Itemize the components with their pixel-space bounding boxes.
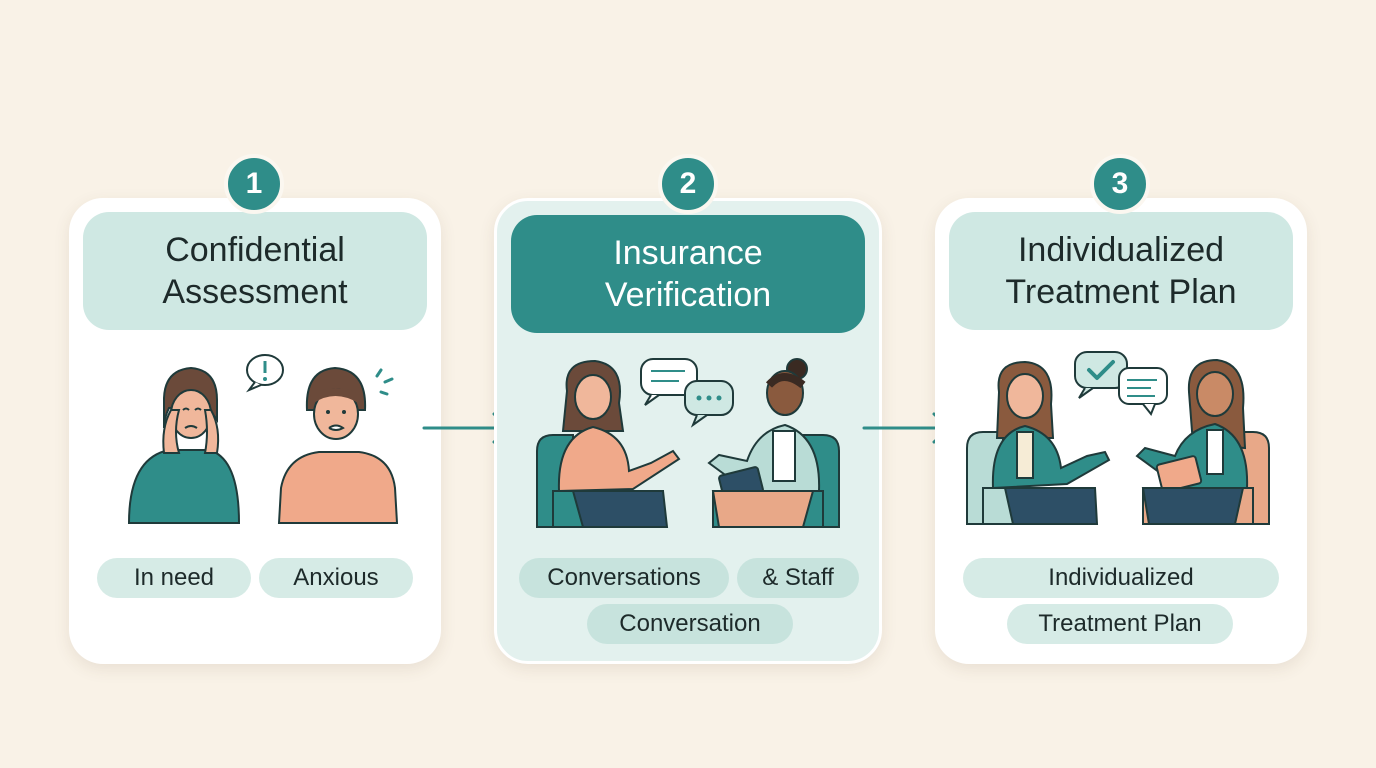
step-3-number: 3 (1090, 154, 1150, 214)
worried-person-icon (277, 366, 399, 524)
tag-conversations: Conversations (519, 558, 729, 598)
step-1-title-line1: Confidential (165, 231, 345, 269)
step-1-title: Confidential Assessment (83, 212, 427, 330)
speech-bubble-icon (640, 358, 734, 428)
person-holding-face-icon (127, 366, 241, 524)
tag-individualized: Individualized (963, 558, 1279, 598)
step-2-card: Insurance Verification Conversations (494, 198, 882, 664)
tag-anxious: Anxious (259, 558, 413, 598)
treatment-plan-illustration (966, 351, 1270, 525)
step-1-card: Confidential Assessment In ne (69, 198, 441, 664)
step-2-title-line2: Verification (604, 276, 772, 314)
step-2-title-line1: Insurance (613, 234, 763, 272)
step-3-title-line1: Individualized (1017, 231, 1225, 269)
step-2-number: 2 (658, 154, 718, 214)
step-1-number: 1 (224, 154, 284, 214)
assessment-illustration (127, 354, 399, 524)
tag-treatment-plan: Treatment Plan (1007, 604, 1233, 644)
step-3-card: Individualized Treatment Plan Individual… (935, 198, 1307, 664)
step-3-title: Individualized Treatment Plan (949, 212, 1293, 330)
checkmark-bubble-icon (1074, 351, 1168, 416)
tag-and-staff: & Staff (737, 558, 859, 598)
exclamation-bubble-icon (246, 354, 284, 393)
tag-in-need: In need (97, 558, 251, 598)
step-2-title: Insurance Verification (511, 215, 865, 333)
step-3-title-line2: Treatment Plan (1005, 273, 1237, 311)
step-1-title-line2: Assessment (162, 273, 348, 311)
seated-conversation-icon (536, 358, 840, 528)
tag-conversation: Conversation (587, 604, 793, 644)
